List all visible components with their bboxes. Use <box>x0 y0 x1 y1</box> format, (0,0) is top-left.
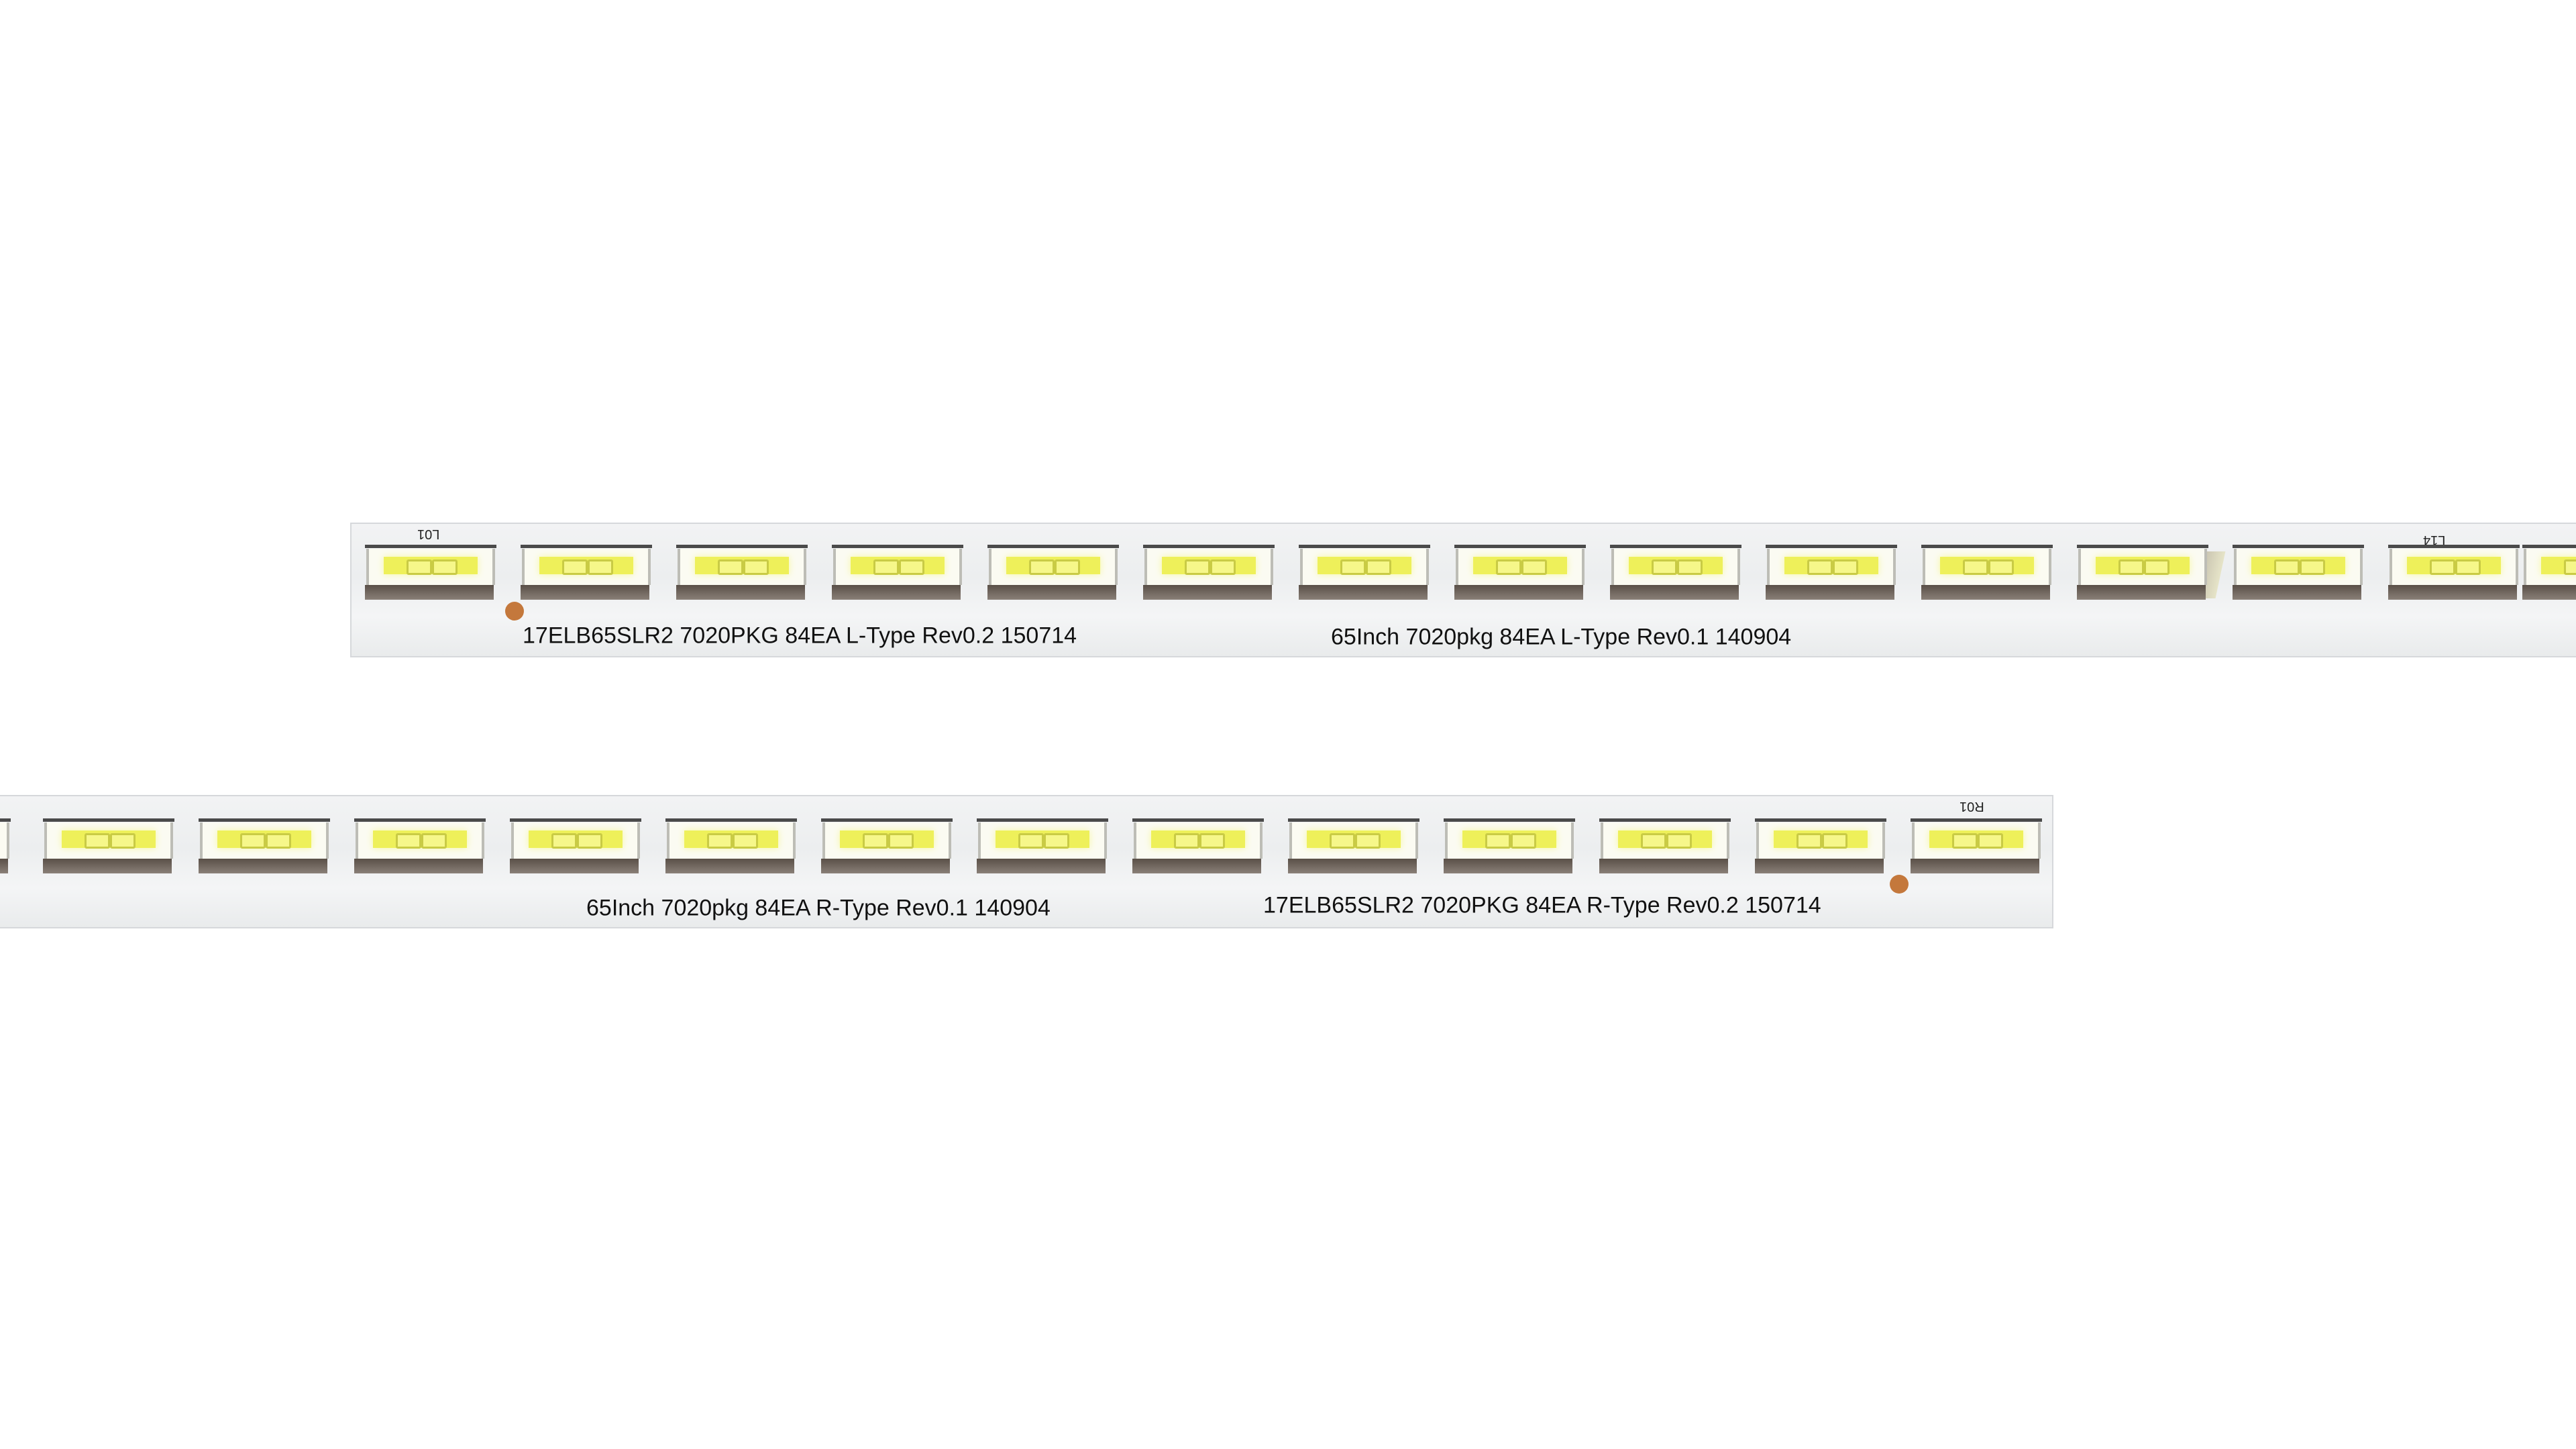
led-package <box>521 545 652 600</box>
top-strip-label-1: 17ELB65SLR2 7020PKG 84EA L-Type Rev0.2 1… <box>523 623 1077 649</box>
led-package <box>199 818 330 873</box>
led-package <box>510 818 641 873</box>
led-package <box>2522 545 2576 600</box>
led-package <box>1454 545 1586 600</box>
led-package <box>1299 545 1430 600</box>
bottom-strip-label-1: 65Inch 7020pkg 84EA R-Type Rev0.1 140904 <box>586 895 1051 921</box>
led-package <box>821 818 953 873</box>
led-package <box>987 545 1119 600</box>
led-package <box>676 545 808 600</box>
led-package <box>354 818 486 873</box>
led-package <box>1444 818 1575 873</box>
marker-dot-bottom <box>1890 875 1909 894</box>
led-package <box>1288 818 1419 873</box>
led-package <box>1599 818 1731 873</box>
led-package <box>1610 545 1741 600</box>
led-package <box>1766 545 1897 600</box>
led-package <box>2233 545 2364 600</box>
led-package <box>2388 545 2520 600</box>
led-package <box>2077 545 2208 600</box>
top-strip-label-2: 65Inch 7020pkg 84EA L-Type Rev0.1 140904 <box>1331 624 1792 650</box>
ref-label-r01: R01 <box>1960 799 1984 814</box>
ref-label-l01: L01 <box>417 527 440 541</box>
led-package <box>1755 818 1886 873</box>
bottom-strip-label-2: 17ELB65SLR2 7020PKG 84EA R-Type Rev0.2 1… <box>1263 892 1821 918</box>
led-package <box>977 818 1108 873</box>
led-package <box>665 818 797 873</box>
led-package <box>1921 545 2053 600</box>
led-package <box>1132 818 1264 873</box>
led-package <box>43 818 174 873</box>
led-package <box>0 818 11 873</box>
marker-dot-top <box>505 602 524 621</box>
led-package <box>1911 818 2042 873</box>
led-package <box>832 545 963 600</box>
led-package <box>1143 545 1275 600</box>
led-package <box>365 545 496 600</box>
